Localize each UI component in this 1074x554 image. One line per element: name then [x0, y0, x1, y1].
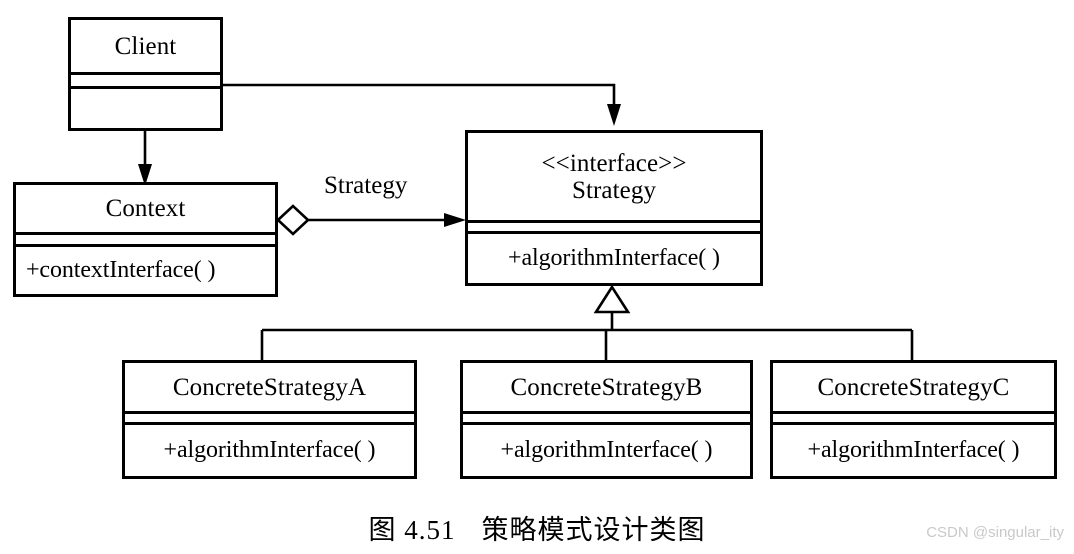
class-name-label: Client: [114, 32, 177, 60]
edge-generalization-tree: [260, 284, 914, 360]
class-name-compartment: Client: [71, 20, 220, 72]
class-name-label: ConcreteStrategyC: [817, 373, 1010, 401]
class-name-label: Strategy: [571, 176, 657, 204]
class-attributes-compartment: [16, 232, 275, 244]
figure-caption-title: 策略模式设计类图: [481, 515, 706, 545]
figure-caption: 图 4.51 策略模式设计类图: [0, 508, 1074, 547]
class-attributes-compartment: [125, 411, 414, 422]
csdn-watermark: CSDN @singular_ity: [926, 524, 1064, 541]
edge-context-to-strategy: [276, 204, 466, 236]
uml-class-concrete-strategy-a[interactable]: ConcreteStrategyA +algorithmInterface( ): [122, 360, 417, 479]
class-name-label: Context: [105, 195, 186, 222]
class-name-label: ConcreteStrategyA: [172, 373, 367, 401]
class-operations-compartment: +contextInterface( ): [16, 244, 275, 294]
edge-client-to-strategy: [223, 83, 621, 126]
class-stereotype-label: <<interface>>: [541, 149, 687, 177]
association-role-label-strategy: Strategy: [324, 172, 408, 199]
class-name-compartment: ConcreteStrategyC: [773, 363, 1054, 411]
class-attributes-compartment: [463, 411, 750, 422]
uml-class-strategy[interactable]: <<interface>> Strategy +algorithmInterfa…: [465, 130, 763, 286]
class-name-compartment: Context: [16, 185, 275, 232]
class-operations-label: +algorithmInterface( ): [500, 436, 713, 463]
class-operations-compartment: +algorithmInterface( ): [463, 422, 750, 476]
uml-class-context[interactable]: Context +contextInterface( ): [13, 182, 278, 297]
class-operations-label: +algorithmInterface( ): [807, 436, 1020, 463]
class-operations-compartment: +algorithmInterface( ): [468, 231, 760, 283]
class-attributes-compartment: [468, 220, 760, 231]
edge-client-to-context: [138, 131, 152, 186]
class-name-compartment: ConcreteStrategyA: [125, 363, 414, 411]
uml-class-concrete-strategy-b[interactable]: ConcreteStrategyB +algorithmInterface( ): [460, 360, 753, 479]
uml-class-client[interactable]: Client: [68, 17, 223, 131]
class-name-label: ConcreteStrategyB: [510, 373, 703, 401]
class-operations-label: +algorithmInterface( ): [163, 436, 376, 463]
class-operations-compartment: +algorithmInterface( ): [773, 422, 1054, 476]
class-attributes-compartment: [773, 411, 1054, 422]
class-operations-compartment: [71, 86, 220, 128]
class-operations-label: +algorithmInterface( ): [508, 244, 720, 271]
class-operations-label: +contextInterface( ): [26, 256, 216, 283]
class-name-compartment: <<interface>> Strategy: [468, 133, 760, 220]
class-operations-compartment: +algorithmInterface( ): [125, 422, 414, 476]
class-attributes-compartment: [71, 72, 220, 86]
figure-caption-number: 图 4.51: [368, 515, 456, 545]
class-name-compartment: ConcreteStrategyB: [463, 363, 750, 411]
uml-class-concrete-strategy-c[interactable]: ConcreteStrategyC +algorithmInterface( ): [770, 360, 1057, 479]
